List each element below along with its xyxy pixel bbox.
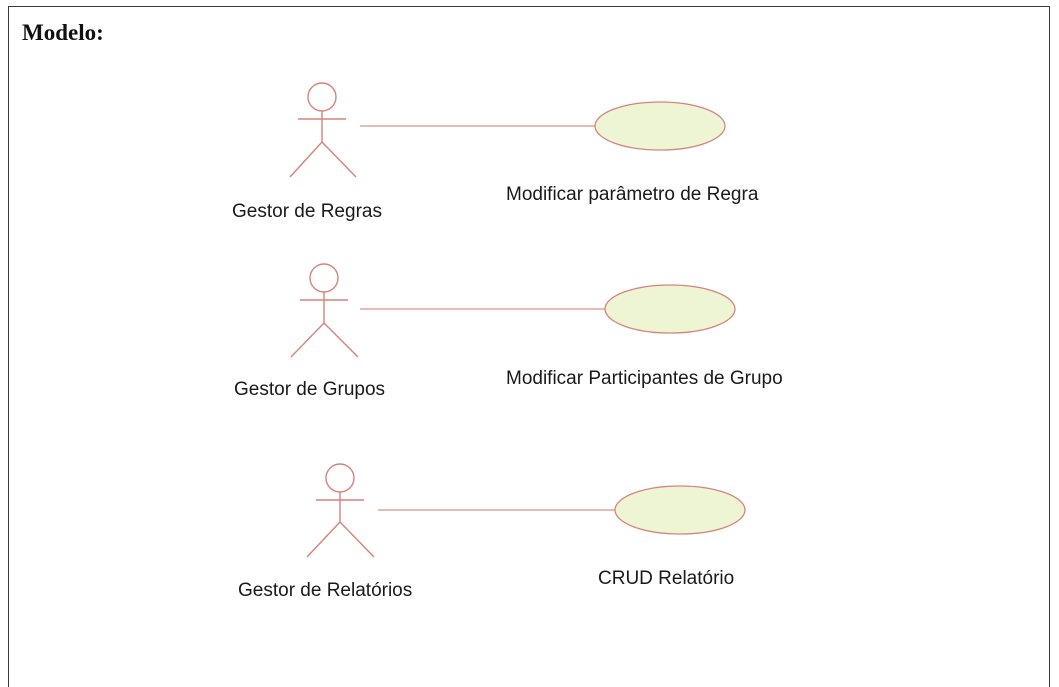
use-case-label-modificar-parametro: Modificar parâmetro de Regra bbox=[506, 184, 759, 205]
use-case-label-modificar-participantes: Modificar Participantes de Grupo bbox=[506, 368, 783, 389]
use-case-ellipse-modificar-parametro bbox=[594, 101, 726, 151]
use-case-label-crud-relatorio: CRUD Relatório bbox=[598, 568, 735, 589]
actor-gestor-de-regras bbox=[289, 82, 357, 178]
actor-gestor-de-relatorios bbox=[306, 463, 375, 558]
actor-label-gestor-de-relatorios: Gestor de Relatórios bbox=[238, 580, 413, 601]
diagram-frame bbox=[8, 6, 1050, 687]
actor-label-gestor-de-regras: Gestor de Regras bbox=[232, 201, 382, 222]
use-case-ellipse-modificar-participantes bbox=[604, 284, 736, 334]
actor-gestor-de-grupos bbox=[290, 263, 359, 358]
diagram-title: Modelo: bbox=[22, 20, 104, 45]
actor-label-gestor-de-grupos: Gestor de Grupos bbox=[234, 379, 386, 400]
use-case-ellipse-crud-relatorio bbox=[614, 485, 746, 535]
